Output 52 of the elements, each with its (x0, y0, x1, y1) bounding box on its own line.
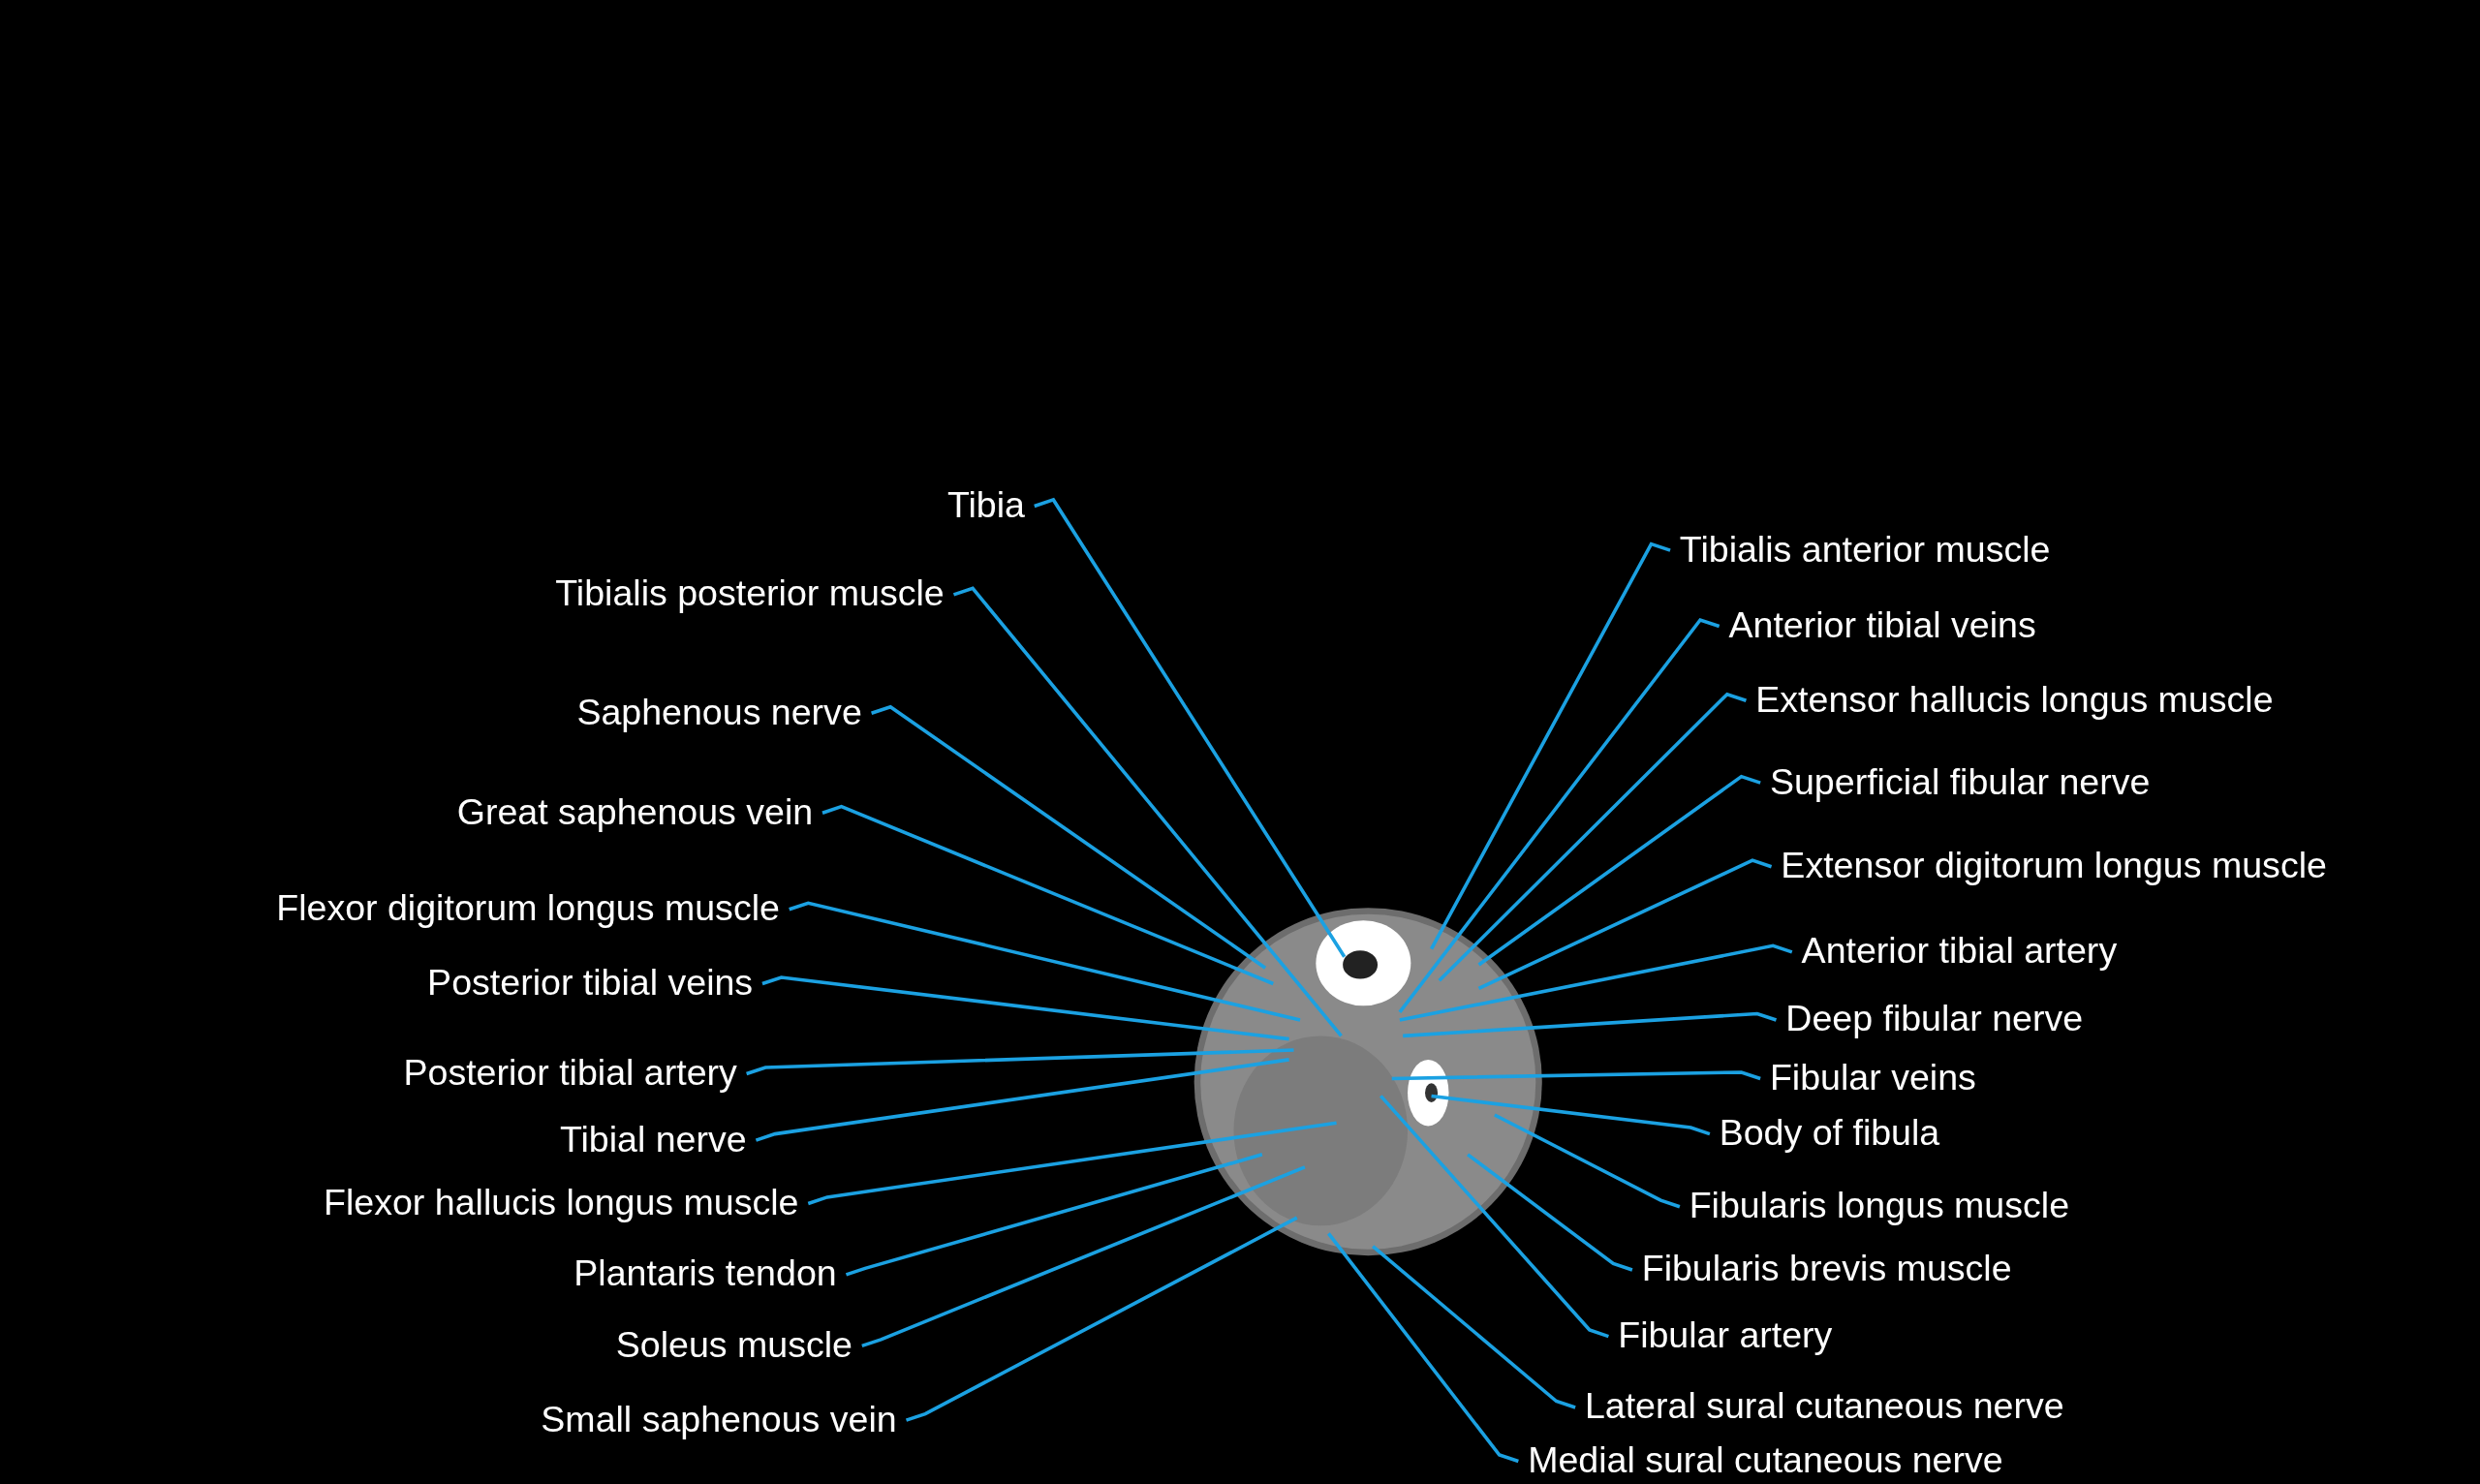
structure-label: Flexor digitorum longus muscle (276, 885, 780, 930)
structure-label: Superficial fibular nerve (1769, 758, 2151, 804)
structure-label: Medial sural cutaneous nerve (1528, 1438, 2003, 1482)
leader-line (1467, 1153, 1633, 1272)
leader-line (822, 804, 1274, 986)
structure-label: Tibialis posterior muscle (555, 571, 945, 616)
structure-label: Anterior tibial veins (1728, 603, 2036, 647)
structure-label: Lateral sural cutaneous nerve (1584, 1383, 2064, 1429)
leader-line (905, 1216, 1298, 1422)
structure-label: Tibia (946, 481, 1025, 527)
structure-label: Extensor digitorum longus muscle (1781, 843, 2327, 887)
leader-line (1034, 497, 1347, 958)
leader-line (845, 1153, 1263, 1277)
structure-label: Tibialis anterior muscle (1679, 526, 2051, 572)
leader-line (1391, 1070, 1761, 1081)
leader-line (807, 1121, 1337, 1206)
structure-label: Soleus muscle (615, 1321, 852, 1367)
leader-line (1477, 774, 1761, 967)
structure-label: Great saphenous vein (456, 788, 814, 834)
leader-line (789, 901, 1301, 1022)
structure-label: Fibular veins (1769, 1055, 1976, 1099)
leader-line (1438, 692, 1747, 982)
leader-line (1431, 1094, 1711, 1136)
leader-line (1372, 1245, 1576, 1409)
leader-line (755, 1058, 1289, 1142)
leader-line (1403, 1011, 1778, 1038)
structure-label: Flexor hallucis longus muscle (324, 1179, 799, 1224)
structure-label: Posterior tibial artery (403, 1050, 737, 1095)
leader-line (1327, 1232, 1519, 1464)
leader-line (746, 1048, 1294, 1076)
leader-line (952, 586, 1343, 1037)
structure-label: Body of fibula (1719, 1110, 1940, 1155)
leader-line (1429, 541, 1671, 950)
leader-line (1379, 1095, 1609, 1339)
structure-label: Deep fibular nerve (1785, 996, 2084, 1041)
leader-line (761, 975, 1289, 1041)
structure-label: Tibial nerve (559, 1116, 747, 1161)
structure-label: Extensor hallucis longus muscle (1755, 676, 2274, 722)
leader-line (871, 704, 1267, 970)
leader-line (1398, 617, 1720, 1013)
structure-label: Fibularis brevis muscle (1641, 1246, 2012, 1291)
structure-label: Fibular artery (1618, 1313, 1833, 1357)
structure-label: Fibularis longus muscle (1689, 1183, 2070, 1227)
structure-label: Anterior tibial artery (1801, 928, 2118, 974)
leader-line (1399, 943, 1793, 1022)
leader-line (1477, 858, 1773, 991)
structure-label: Posterior tibial veins (427, 960, 754, 1005)
leader-line (1494, 1113, 1681, 1209)
structure-label: Saphenous nerve (576, 689, 862, 734)
leader-line (861, 1165, 1306, 1348)
structure-label: Small saphenous vein (541, 1396, 897, 1441)
structure-label: Plantaris tendon (574, 1251, 837, 1296)
